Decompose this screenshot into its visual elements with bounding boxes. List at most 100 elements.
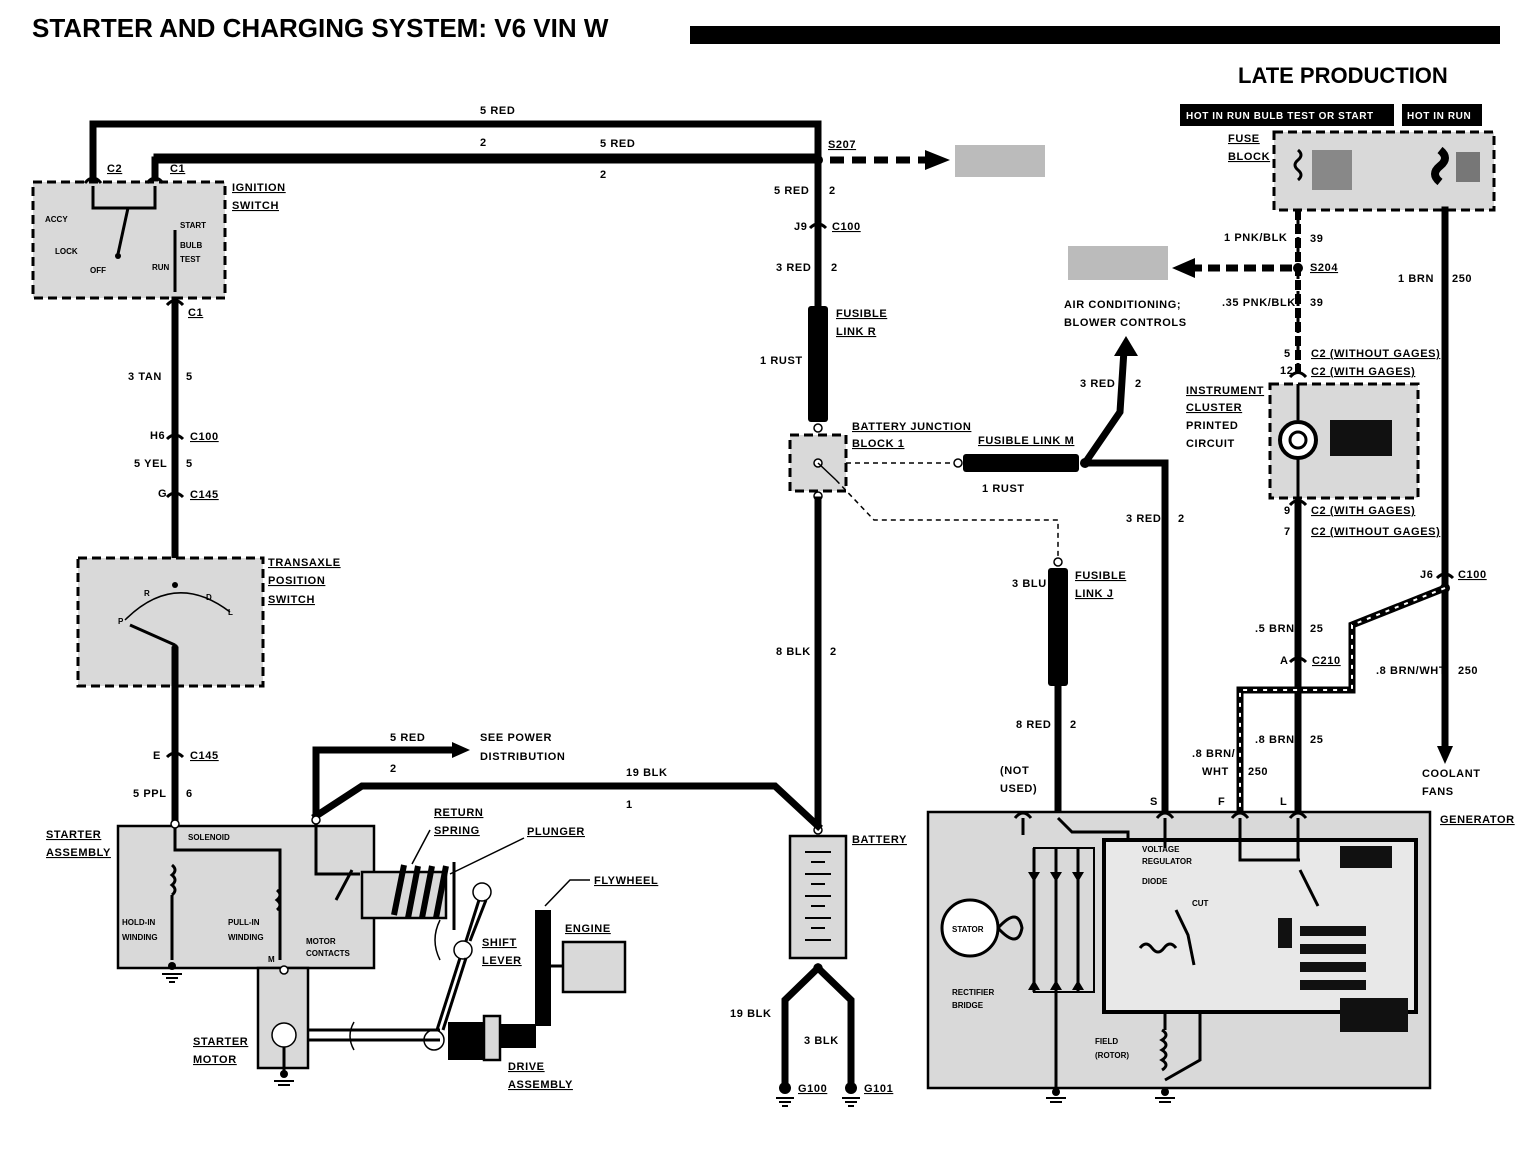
fusible-link-m	[963, 454, 1079, 472]
label-3tan: 3 TAN	[128, 371, 162, 383]
label-h6: H6	[150, 430, 165, 442]
label-coolant-fans-2: FANS	[1422, 786, 1454, 798]
fuse-block-internals	[1293, 146, 1480, 190]
connector-c1	[145, 176, 165, 184]
instrument-cluster-internals	[1278, 384, 1392, 498]
label-bjb-2: BLOCK 1	[852, 438, 904, 450]
label-5yel: 5 YEL	[134, 458, 167, 470]
label-fusible-link-j-1: FUSIBLE	[1075, 570, 1126, 582]
label-fusible-link-r-2: LINK R	[836, 326, 876, 338]
label-engine: ENGINE	[565, 923, 611, 935]
label-3blu: 3 BLU	[1012, 578, 1047, 590]
arrow-ac	[1114, 336, 1138, 356]
leader-plunger	[449, 837, 525, 875]
label-s: S	[1150, 796, 1158, 808]
wire-3red-s	[1081, 459, 1169, 816]
label-c145-a: C145	[190, 489, 219, 501]
shift-lever	[423, 882, 492, 1051]
label-ac-2: BLOWER CONTROLS	[1064, 317, 1187, 329]
wire-brn-wht-f-stripe	[1239, 587, 1446, 812]
splice-s204	[1293, 263, 1303, 273]
label-top-5red-a: 5 RED	[480, 105, 515, 117]
label-fuse-block-2: BLOCK	[1228, 151, 1270, 163]
diagram-title: STARTER AND CHARGING SYSTEM: V6 VIN W	[32, 13, 609, 43]
label-8red-n: 2	[1070, 719, 1077, 731]
svg-text:ACCY: ACCY	[45, 215, 68, 224]
label-g100: G100	[798, 1083, 827, 1095]
label-pin12: 12	[1280, 365, 1293, 377]
label-pin-m: M	[268, 955, 275, 964]
wire-19blk-top	[311, 782, 823, 831]
label-8brnwht-l2: WHT	[1202, 766, 1229, 778]
node-starter-motor-m	[279, 965, 289, 975]
label-ic-2: CLUSTER	[1186, 402, 1242, 414]
label-8brnwht-l1: .8 BRN/	[1192, 748, 1235, 760]
label-35pnkblk: .35 PNK/BLK	[1222, 297, 1296, 309]
label-c1: C1	[170, 163, 185, 175]
svg-text:L: L	[228, 608, 233, 617]
smudge-s204	[1068, 246, 1168, 280]
label-coolant-fans-1: COOLANT	[1422, 768, 1481, 780]
svg-text:(ROTOR): (ROTOR)	[1095, 1051, 1129, 1060]
svg-text:BRIDGE: BRIDGE	[952, 1001, 984, 1010]
label-ic-1: INSTRUMENT	[1186, 385, 1264, 397]
label-pin7: 7	[1284, 526, 1291, 538]
label-1rust-r: 1 RUST	[760, 355, 803, 367]
label-c2-with-gages-b: C2 (WITH GAGES)	[1311, 505, 1415, 517]
hot-run-tag-bg	[1402, 104, 1482, 126]
svg-text:STATOR: STATOR	[952, 925, 984, 934]
svg-text:WINDING: WINDING	[122, 933, 158, 942]
node-link-j-top	[1053, 557, 1063, 567]
label-3red-s: 3 RED	[1126, 513, 1161, 525]
label-battery: BATTERY	[852, 834, 907, 846]
connector-c100-top	[808, 222, 828, 230]
svg-text:RUN: RUN	[152, 263, 170, 272]
label-8brn: .8 BRN	[1255, 734, 1295, 746]
connector-c2-b	[1288, 499, 1308, 507]
label-not-used-2: USED)	[1000, 783, 1037, 795]
label-drive-assembly-1: DRIVE	[508, 1061, 545, 1073]
leader-flywheel	[544, 879, 590, 907]
label-fusible-link-j-2: LINK J	[1075, 588, 1113, 600]
label-f: F	[1218, 796, 1225, 808]
label-s204: S204	[1310, 262, 1338, 274]
subtitle: LATE PRODUCTION	[1238, 63, 1448, 88]
connector-c210	[1288, 656, 1308, 664]
fusible-link-j	[1048, 568, 1068, 686]
hot-run-tag: HOT IN RUN	[1407, 111, 1471, 122]
label-ignition-2: SWITCH	[232, 200, 279, 212]
label-top-5red-b: 5 RED	[600, 138, 635, 150]
label-starter-assembly-2: ASSEMBLY	[46, 847, 111, 859]
ignition-switch	[31, 180, 227, 300]
label-8brnwht-r: .8 BRN/WHT	[1376, 665, 1446, 677]
label-8brnwht-r-n: 250	[1458, 665, 1478, 677]
label-flywheel: FLYWHEEL	[594, 875, 658, 887]
label-transaxle-2: POSITION	[268, 575, 325, 587]
engine	[561, 940, 627, 994]
svg-text:BULB: BULB	[180, 241, 202, 250]
fusible-link-r	[808, 306, 828, 422]
hot-run-bulb-tag: HOT IN RUN BULB TEST OR START	[1186, 111, 1374, 122]
svg-text:PULL-IN: PULL-IN	[228, 918, 260, 927]
label-c145-b: C145	[190, 750, 219, 762]
ignition-switch-internals: ACCY LOCK OFF START BULB TEST RUN	[45, 186, 206, 292]
label-1brn-n: 250	[1452, 273, 1472, 285]
wire-3red-ac	[1080, 346, 1128, 468]
label-ic-4: CIRCUIT	[1186, 438, 1235, 450]
label-c100-top: C100	[832, 221, 861, 233]
connector-c2	[83, 176, 103, 184]
label-3blk-bot: 3 BLK	[804, 1035, 839, 1047]
label-shift-lever-2: LEVER	[482, 955, 522, 967]
connector-c100-left	[165, 433, 185, 441]
label-starter-motor-1: STARTER	[193, 1036, 248, 1048]
svg-text:MOTOR: MOTOR	[306, 937, 336, 946]
svg-text:REGULATOR: REGULATOR	[1142, 857, 1192, 866]
connector-c2-a	[1288, 371, 1308, 379]
generator-internals: STATOR RECTIFIER BRIDGE VOLTAGE REGULATO…	[940, 816, 1418, 1103]
label-pin5: 5	[1284, 348, 1291, 360]
arrow-coolant-fans	[1437, 746, 1453, 764]
label-19blk-top: 19 BLK	[626, 767, 668, 779]
drive-clutch	[482, 1014, 502, 1062]
drive-pinion	[448, 1022, 484, 1060]
label-19blk-top-n: 1	[626, 799, 633, 811]
